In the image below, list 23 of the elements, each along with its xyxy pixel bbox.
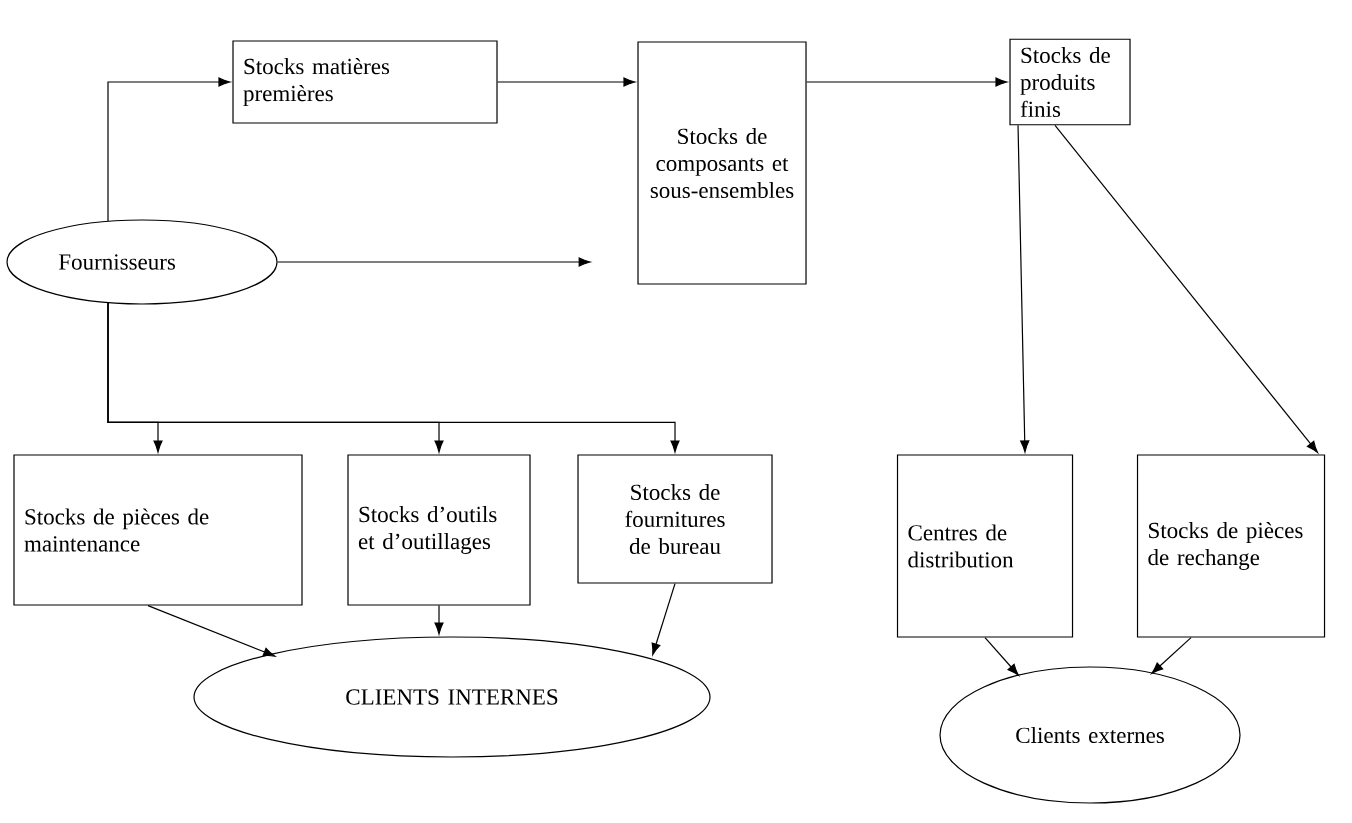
arrow [497,77,636,87]
ellipse-node: CLIENTS INTERNES [193,636,711,758]
process-box: Stocks de pièces de maintenance [13,454,303,606]
arrow [277,257,591,267]
ellipse-node: Clients externes [939,666,1241,804]
arrow [107,77,231,222]
arrow [1017,124,1030,453]
process-box: Stocks de produits finis [1009,38,1131,126]
process-box: Stocks de composants et sous-ensembles [637,41,807,285]
arrow [147,605,276,657]
process-box: Stocks d’outils et d’outillages [347,454,531,606]
arrow [806,77,1008,87]
process-box: Stocks matières premières [232,40,498,124]
arrow [107,302,680,453]
arrow [984,637,1019,676]
process-box: Stocks de pièces de rechange [1136,454,1326,638]
ellipse-node: Fournisseurs [6,219,278,305]
process-box: Stocks de fournitures de bureau [577,454,773,584]
arrow [1054,124,1318,453]
arrow [434,605,444,635]
arrow [651,583,676,656]
process-box: Centres de distribution [896,454,1074,638]
arrow [1151,637,1192,674]
